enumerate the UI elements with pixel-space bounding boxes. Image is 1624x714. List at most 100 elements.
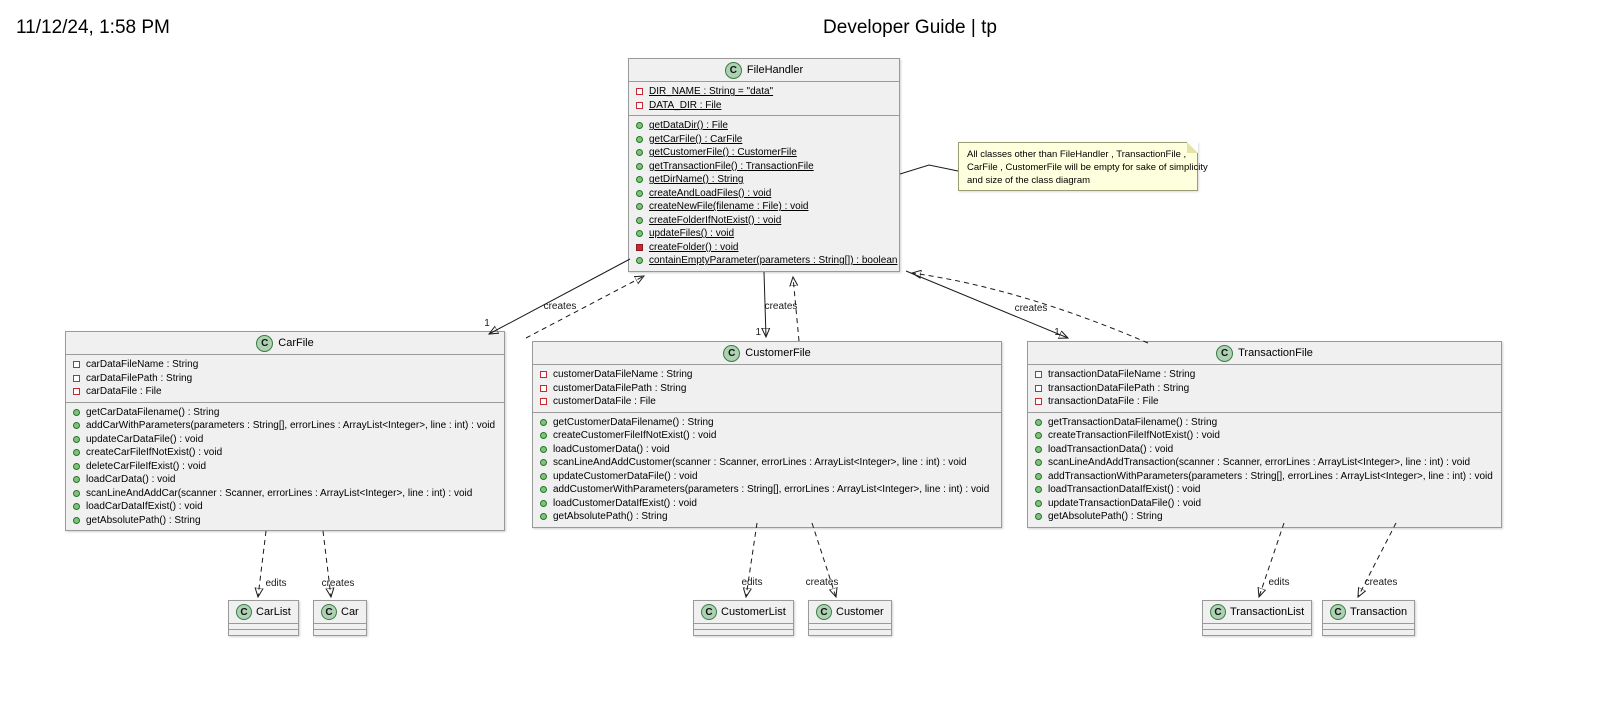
class-name: CarList	[256, 606, 291, 618]
method-row: getAbsolutePath() : String	[1028, 510, 1501, 524]
note-line: All classes other than FileHandler , Tra…	[967, 149, 1187, 160]
edge-label-edits: edits	[741, 577, 762, 588]
method-row: scanLineAndAddTransaction(scanner : Scan…	[1028, 456, 1501, 470]
attributes-compartment: DIR_NAME : String = "data" DATA_DIR : Fi…	[629, 82, 899, 115]
method-visibility-icon	[636, 257, 643, 265]
class-title-filehandler: C FileHandler	[629, 59, 899, 82]
method-row: getAbsolutePath() : String	[66, 514, 504, 528]
class-title-transactionfile: C TransactionFile	[1028, 342, 1501, 365]
method-row: getTransactionFile() : TransactionFile	[629, 160, 899, 174]
method-row: getDirName() : String	[629, 173, 899, 187]
empty-attributes-compartment	[1323, 623, 1415, 629]
method-visibility-icon	[540, 513, 547, 521]
note: All classes other than FileHandler , Tra…	[958, 142, 1208, 191]
empty-methods-compartment	[314, 629, 366, 635]
method-visibility-icon	[1035, 445, 1042, 453]
method-row: updateFiles() : void	[629, 227, 899, 241]
mini-class-title: C Customer	[809, 601, 891, 623]
edge-label-edits: edits	[265, 578, 286, 589]
method-row: createNewFile(filename : File) : void	[629, 200, 899, 214]
attribute-row: customerDataFilePath : String	[533, 382, 1001, 396]
class-title-customerfile: C CustomerFile	[533, 342, 1001, 365]
class-name: Transaction	[1350, 606, 1408, 618]
mini-class-title: C TransactionList	[1203, 601, 1311, 623]
method-text: createNewFile(filename : File) : void	[649, 201, 809, 213]
empty-attributes-compartment	[809, 623, 891, 629]
empty-methods-compartment	[694, 629, 793, 635]
method-row: createTransactionFileIfNotExist() : void	[1028, 429, 1501, 443]
method-text: updateCustomerDataFile() : void	[553, 470, 698, 482]
field-visibility-icon	[1035, 384, 1042, 392]
class-circle-icon: C	[321, 604, 337, 620]
field-visibility-icon	[636, 101, 643, 109]
method-text: updateFiles() : void	[649, 228, 735, 240]
method-visibility-icon	[636, 176, 643, 184]
class-circle-icon: C	[1216, 344, 1234, 362]
note-line: and size of the class diagram	[967, 175, 1091, 186]
attribute-text: transactionDataFileName : String	[1048, 369, 1196, 381]
method-text: loadTransactionDataIfExist() : void	[1048, 484, 1201, 496]
method-text: scanLineAndAddTransaction(scanner : Scan…	[1048, 457, 1471, 469]
method-row: getCustomerDataFilename() : String	[533, 416, 1001, 430]
method-row: deleteCarFileIfExist() : void	[66, 460, 504, 474]
method-text: createTransactionFileIfNotExist() : void	[1048, 430, 1220, 442]
method-visibility-icon	[636, 149, 643, 157]
method-row: createFolderIfNotExist() : void	[629, 214, 899, 228]
method-visibility-icon	[1035, 459, 1042, 467]
method-visibility-icon	[636, 162, 643, 170]
mini-class: C Transaction	[1322, 600, 1416, 636]
mini-class-title: C CustomerList	[694, 601, 793, 623]
method-visibility-icon	[1035, 486, 1042, 494]
attribute-row: transactionDataFileName : String	[1028, 368, 1501, 382]
attribute-text: transactionDataFile : File	[1048, 396, 1159, 408]
attribute-row: transactionDataFilePath : String	[1028, 382, 1501, 396]
attribute-text: DIR_NAME : String = "data"	[649, 86, 774, 98]
field-visibility-icon	[1035, 371, 1042, 379]
method-text: getAbsolutePath() : String	[553, 511, 668, 523]
field-visibility-icon	[540, 384, 547, 392]
attribute-row: DATA_DIR : File	[629, 99, 899, 113]
page-title: Developer Guide | tp	[823, 17, 997, 38]
method-text: scanLineAndAddCar(scanner : Scanner, err…	[86, 487, 473, 499]
attribute-text: carDataFilePath : String	[86, 372, 193, 384]
method-row: loadCarDataIfExist() : void	[66, 500, 504, 514]
method-text: createCustomerFileIfNotExist() : void	[553, 430, 717, 442]
mini-class: C CustomerList	[693, 600, 794, 636]
method-text: getTransactionDataFilename() : String	[1048, 416, 1218, 428]
method-visibility-icon	[73, 462, 80, 470]
method-row: createCarFileIfNotExist() : void	[66, 446, 504, 460]
method-text: getDirName() : String	[649, 174, 744, 186]
method-row: createAndLoadFiles() : void	[629, 187, 899, 201]
method-text: getCarDataFilename() : String	[86, 406, 220, 418]
method-text: scanLineAndAddCustomer(scanner : Scanner…	[553, 457, 967, 469]
method-text: updateTransactionDataFile() : void	[1048, 497, 1202, 509]
method-text: getAbsolutePath() : String	[1048, 511, 1163, 523]
mini-class-title: C Car	[314, 601, 366, 623]
method-row: addTransactionWithParameters(parameters …	[1028, 470, 1501, 484]
class-name: Car	[341, 606, 359, 618]
edge-carfile-filehandler-dependency	[525, 276, 644, 339]
method-text: updateCarDataFile() : void	[86, 433, 204, 445]
class-circle-icon: C	[816, 604, 832, 620]
method-text: addTransactionWithParameters(parameters …	[1048, 470, 1493, 482]
class-circle-icon: C	[701, 604, 717, 620]
method-row: loadCarData() : void	[66, 473, 504, 487]
class-name: CustomerList	[721, 606, 786, 618]
field-visibility-icon	[540, 371, 547, 379]
attribute-row: carDataFilePath : String	[66, 372, 504, 386]
method-visibility-icon	[73, 503, 80, 511]
attribute-text: carDataFileName : String	[86, 359, 199, 371]
method-row: createCustomerFileIfNotExist() : void	[533, 429, 1001, 443]
attribute-text: transactionDataFilePath : String	[1048, 382, 1190, 394]
method-text: createAndLoadFiles() : void	[649, 187, 772, 199]
class-name: TransactionList	[1230, 606, 1305, 618]
mini-class: C Customer	[808, 600, 892, 636]
method-row: addCarWithParameters(parameters : String…	[66, 419, 504, 433]
method-visibility-icon	[636, 135, 643, 143]
method-visibility-icon	[73, 516, 80, 524]
method-text: addCarWithParameters(parameters : String…	[86, 420, 496, 432]
method-text: getCustomerFile() : CustomerFile	[649, 147, 797, 159]
method-text: getCustomerDataFilename() : String	[553, 416, 714, 428]
method-visibility-icon	[1035, 472, 1042, 480]
note-body: All classes other than FileHandler , Tra…	[967, 148, 1208, 187]
